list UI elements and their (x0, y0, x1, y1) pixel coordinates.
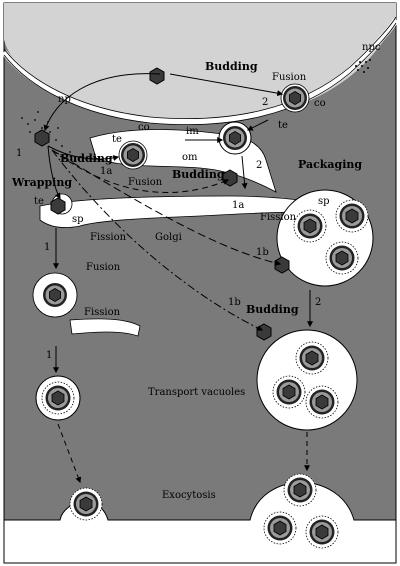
label-packaging: Packaging (298, 158, 362, 171)
label-sp-right: sp (318, 196, 330, 207)
label-budding-mid: Budding (172, 168, 225, 181)
label-im: im (186, 126, 199, 137)
nuclear-envelope (1, 18, 399, 125)
label-1-left: 1 (16, 148, 22, 159)
label-fusion-top: Fusion (272, 72, 307, 83)
label-om: om (182, 152, 198, 163)
label-te-golgi: te (34, 196, 44, 207)
label-1a-mid: 1a (232, 200, 244, 211)
label-1-golgi: 1 (44, 242, 50, 253)
golgi-cisterna (39, 195, 301, 228)
label-fission-lower: Fission (84, 307, 121, 318)
label-1b-upper: 1b (256, 247, 269, 258)
label-np: np (58, 94, 71, 105)
label-sp-left: sp (72, 214, 84, 225)
label-fusion-left: Fusion (128, 177, 163, 188)
label-budding-left: Budding (60, 152, 113, 165)
label-fusion-mid: Fusion (86, 262, 121, 273)
nuclear-pore-npc (355, 59, 371, 73)
label-fission-left: Fission (90, 232, 127, 243)
nuclear-pore-np (25, 87, 43, 107)
label-1b-lower: 1b (228, 297, 241, 308)
label-exocytosis: Exocytosis (162, 490, 216, 501)
label-2-right: 2 (315, 297, 321, 308)
label-co-top: co (314, 98, 326, 109)
label-wrapping: Wrapping (11, 176, 72, 189)
label-transport-vacuoles: Transport vacuoles (148, 387, 245, 398)
label-npc: npc (362, 42, 381, 53)
label-te-left: te (112, 134, 122, 145)
label-2-mid: 2 (256, 160, 262, 171)
label-2-top: 2 (262, 97, 268, 108)
label-1a-left: 1a (100, 166, 112, 177)
fission-tube (69, 318, 141, 337)
label-fission-right: Fission (260, 212, 297, 223)
label-te-top: te (278, 120, 288, 131)
label-golgi: Golgi (155, 232, 182, 243)
nuclear-stipple (21, 111, 71, 153)
label-budding-lower: Budding (246, 303, 299, 316)
label-1-lower: 1 (46, 350, 52, 361)
label-budding-top: Budding (205, 60, 258, 73)
label-co-left: co (138, 122, 150, 133)
